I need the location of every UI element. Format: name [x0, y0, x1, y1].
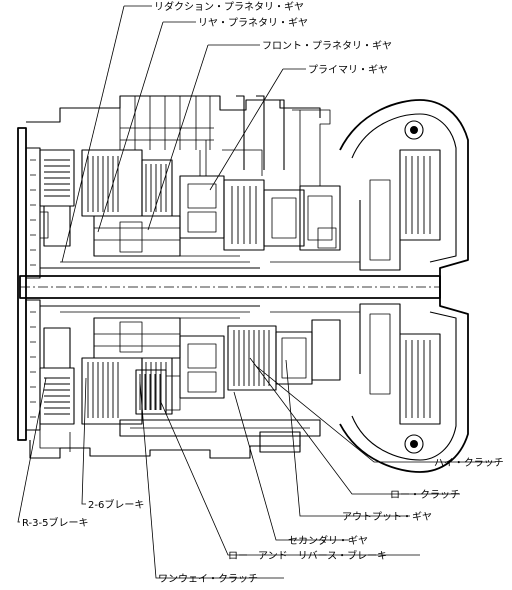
label-2-6-brake: 2-6ブレーキ — [88, 498, 144, 511]
label-reduction-planetary-gear: リダクション・プラネタリ・ギヤ — [154, 0, 304, 13]
label-low-and-reverse-brake: ロー アンド リバース・ブレーキ — [228, 549, 387, 562]
label-r-3-5-brake: R-3-5ブレーキ — [22, 516, 88, 529]
label-output-gear: アウトプット・ギヤ — [342, 511, 432, 523]
label-primary-gear: プライマリ・ギヤ — [308, 64, 388, 76]
label-low-clutch: ロー・クラッチ — [390, 489, 460, 501]
callout-labels: リダクション・プラネタリ・ギヤ リヤ・プラネタリ・ギヤ フロント・プラネタリ・ギ… — [22, 0, 504, 585]
label-one-way-clutch: ワンウェイ・クラッチ — [158, 573, 258, 585]
transmission-drawing — [17, 95, 469, 473]
label-rear-planetary-gear: リヤ・プラネタリ・ギヤ — [198, 17, 308, 29]
label-front-planetary-gear: フロント・プラネタリ・ギヤ — [262, 40, 392, 52]
label-high-clutch: ハイ・クラッチ — [434, 457, 504, 469]
leader-lines — [17, 5, 496, 579]
label-secondary-gear: セカンダリ・ギヤ — [288, 534, 368, 547]
